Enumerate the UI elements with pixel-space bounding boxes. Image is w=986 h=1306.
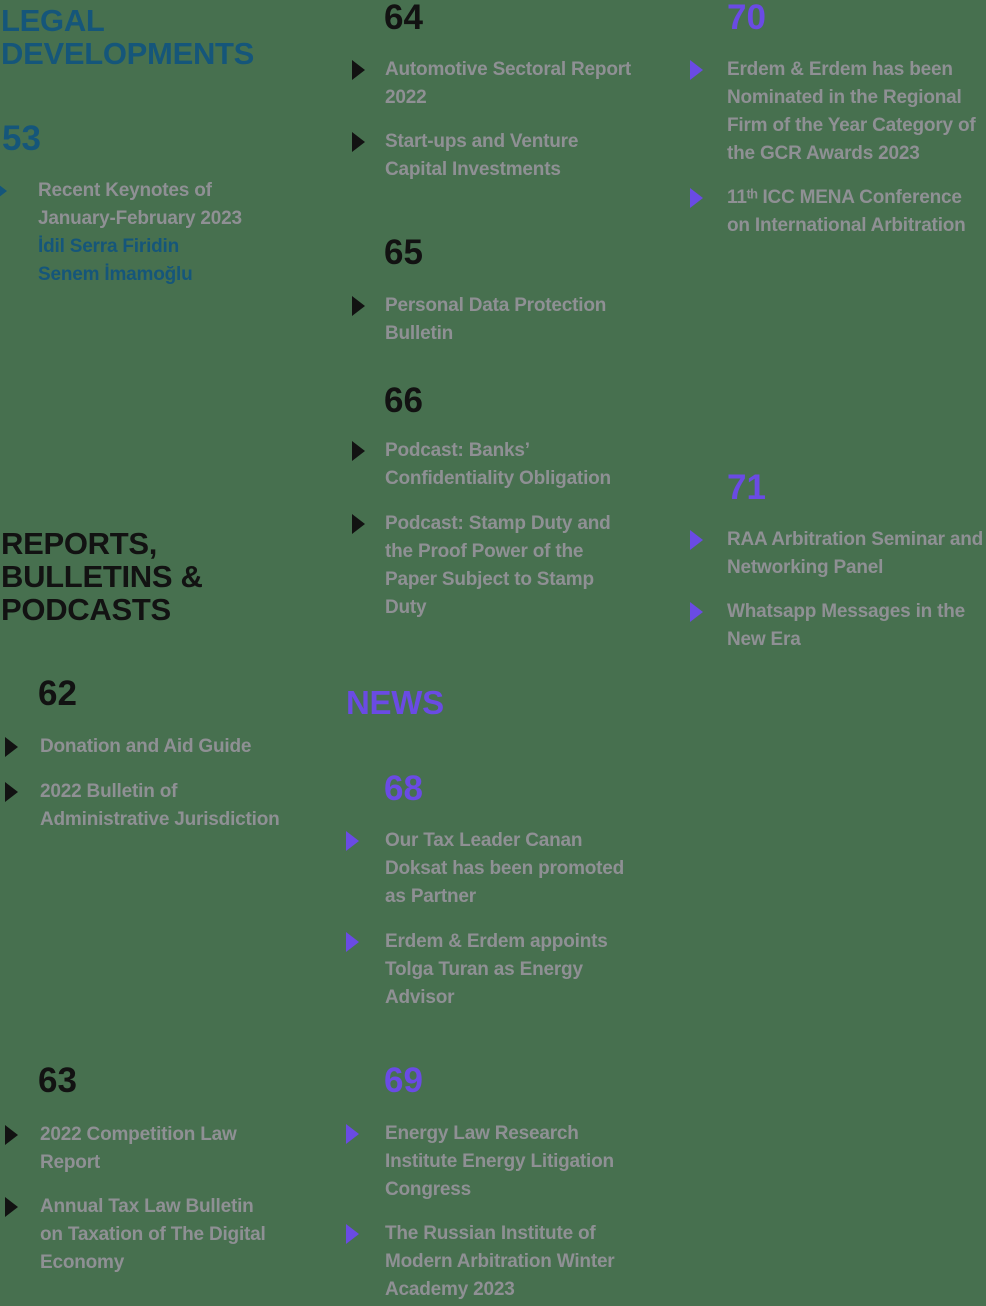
toc-item-energy-litigation-congress[interactable]: Energy Law Research Institute Energy Lit… — [346, 1120, 672, 1204]
toc-item-text: 11ᵗʰ ICC MENA Conference on Internationa… — [727, 187, 966, 236]
toc-item-text: Erdem & Erdem has been Nominated in the … — [727, 59, 976, 164]
toc-item-text: Our Tax Leader Canan Doksat has been pro… — [385, 830, 625, 907]
page-number-53: 53 — [2, 119, 41, 158]
toc-item-2022-bulletin-admin[interactable]: 2022 Bulletin of Administrative Jurisdic… — [5, 778, 335, 834]
play-arrow-icon — [5, 1125, 18, 1145]
toc-item-text: Annual Tax Law Bulletin on Taxation of T… — [40, 1196, 266, 1273]
page-number-63: 63 — [38, 1061, 77, 1100]
toc-item-text: Donation and Aid Guide — [40, 736, 252, 757]
page-number-70: 70 — [727, 0, 766, 37]
toc-item-text: RAA Arbitration Seminar and Networking P… — [727, 529, 984, 578]
play-arrow-icon — [5, 737, 18, 757]
toc-item-text: 2022 Bulletin of Administrative Jurisdic… — [40, 781, 280, 830]
play-arrow-icon — [352, 132, 365, 152]
page-number-64: 64 — [384, 0, 423, 37]
toc-item-text: Start-ups and Venture Capital Investment… — [385, 131, 579, 180]
toc-item-automotive-sectoral-report[interactable]: Automotive Sectoral Report 2022 — [352, 56, 672, 112]
toc-item-donation-aid-guide[interactable]: Donation and Aid Guide — [5, 733, 335, 761]
play-arrow-icon — [346, 831, 359, 851]
toc-item-canan-doksat-partner[interactable]: Our Tax Leader Canan Doksat has been pro… — [346, 827, 672, 911]
play-arrow-icon — [5, 782, 18, 802]
play-arrow-icon — [352, 514, 365, 534]
toc-item-tolga-turan-energy-advisor[interactable]: Erdem & Erdem appoints Tolga Turan as En… — [346, 928, 672, 1012]
toc-item-text: The Russian Institute of Modern Arbitrat… — [385, 1223, 615, 1300]
toc-item-authors: İdil Serra Firidin Senem İmamoğlu — [38, 236, 193, 285]
play-arrow-icon — [346, 932, 359, 952]
toc-item-russian-arbitration-academy[interactable]: The Russian Institute of Modern Arbitrat… — [346, 1220, 672, 1304]
toc-item-icc-mena-conference[interactable]: 11ᵗʰ ICC MENA Conference on Internationa… — [690, 184, 986, 240]
page-number-65: 65 — [384, 233, 423, 272]
toc-item-text: Recent Keynotes of January-February 2023 — [38, 180, 242, 229]
play-arrow-icon — [690, 530, 703, 550]
toc-item-startups-venture-capital[interactable]: Start-ups and Venture Capital Investment… — [352, 128, 672, 184]
play-arrow-icon — [690, 188, 703, 208]
toc-item-raa-arbitration-seminar[interactable]: RAA Arbitration Seminar and Networking P… — [690, 526, 986, 582]
play-arrow-icon — [690, 60, 703, 80]
news-heading: NEWS — [346, 684, 444, 721]
reports-bulletins-podcasts-heading: REPORTS, BULLETINS & PODCASTS — [1, 526, 203, 627]
page-number-68: 68 — [384, 769, 423, 808]
play-arrow-icon — [346, 1124, 359, 1144]
toc-item-gcr-awards-nomination[interactable]: Erdem & Erdem has been Nominated in the … — [690, 56, 986, 168]
play-arrow-icon — [0, 181, 7, 201]
toc-item-annual-tax-law-bulletin[interactable]: Annual Tax Law Bulletin on Taxation of T… — [5, 1193, 335, 1277]
play-arrow-icon — [352, 296, 365, 316]
play-arrow-icon — [5, 1197, 18, 1217]
toc-item-whatsapp-messages-new-era[interactable]: Whatsapp Messages in the New Era — [690, 598, 986, 654]
toc-item-text: Personal Data Protection Bulletin — [385, 295, 607, 344]
toc-item-text: Whatsapp Messages in the New Era — [727, 601, 966, 650]
page-number-69: 69 — [384, 1061, 423, 1100]
play-arrow-icon — [346, 1224, 359, 1244]
toc-item-text: Podcast: Banks’ Confidentiality Obligati… — [385, 440, 611, 489]
page-number-66: 66 — [384, 381, 423, 420]
toc-item-text: Podcast: Stamp Duty and the Proof Power … — [385, 513, 611, 618]
toc-item-text: Automotive Sectoral Report 2022 — [385, 59, 632, 108]
toc-item-podcast-stamp-duty[interactable]: Podcast: Stamp Duty and the Proof Power … — [352, 510, 672, 622]
toc-item-text: Erdem & Erdem appoints Tolga Turan as En… — [385, 931, 608, 1008]
play-arrow-icon — [352, 60, 365, 80]
play-arrow-icon — [352, 441, 365, 461]
toc-item-personal-data-protection[interactable]: Personal Data Protection Bulletin — [352, 292, 672, 348]
toc-item-text: 2022 Competition Law Report — [40, 1124, 237, 1173]
toc-item-text: Energy Law Research Institute Energy Lit… — [385, 1123, 614, 1200]
page-number-62: 62 — [38, 674, 77, 713]
toc-item-competition-law-report[interactable]: 2022 Competition Law Report — [5, 1121, 335, 1177]
toc-item-podcast-banks-confidentiality[interactable]: Podcast: Banks’ Confidentiality Obligati… — [352, 437, 672, 493]
toc-item-recent-keynotes[interactable]: Recent Keynotes of January-February 2023… — [0, 177, 334, 289]
play-arrow-icon — [690, 602, 703, 622]
page-number-71: 71 — [727, 468, 766, 507]
legal-developments-heading: LEGAL DEVELOPMENTS — [1, 3, 255, 71]
